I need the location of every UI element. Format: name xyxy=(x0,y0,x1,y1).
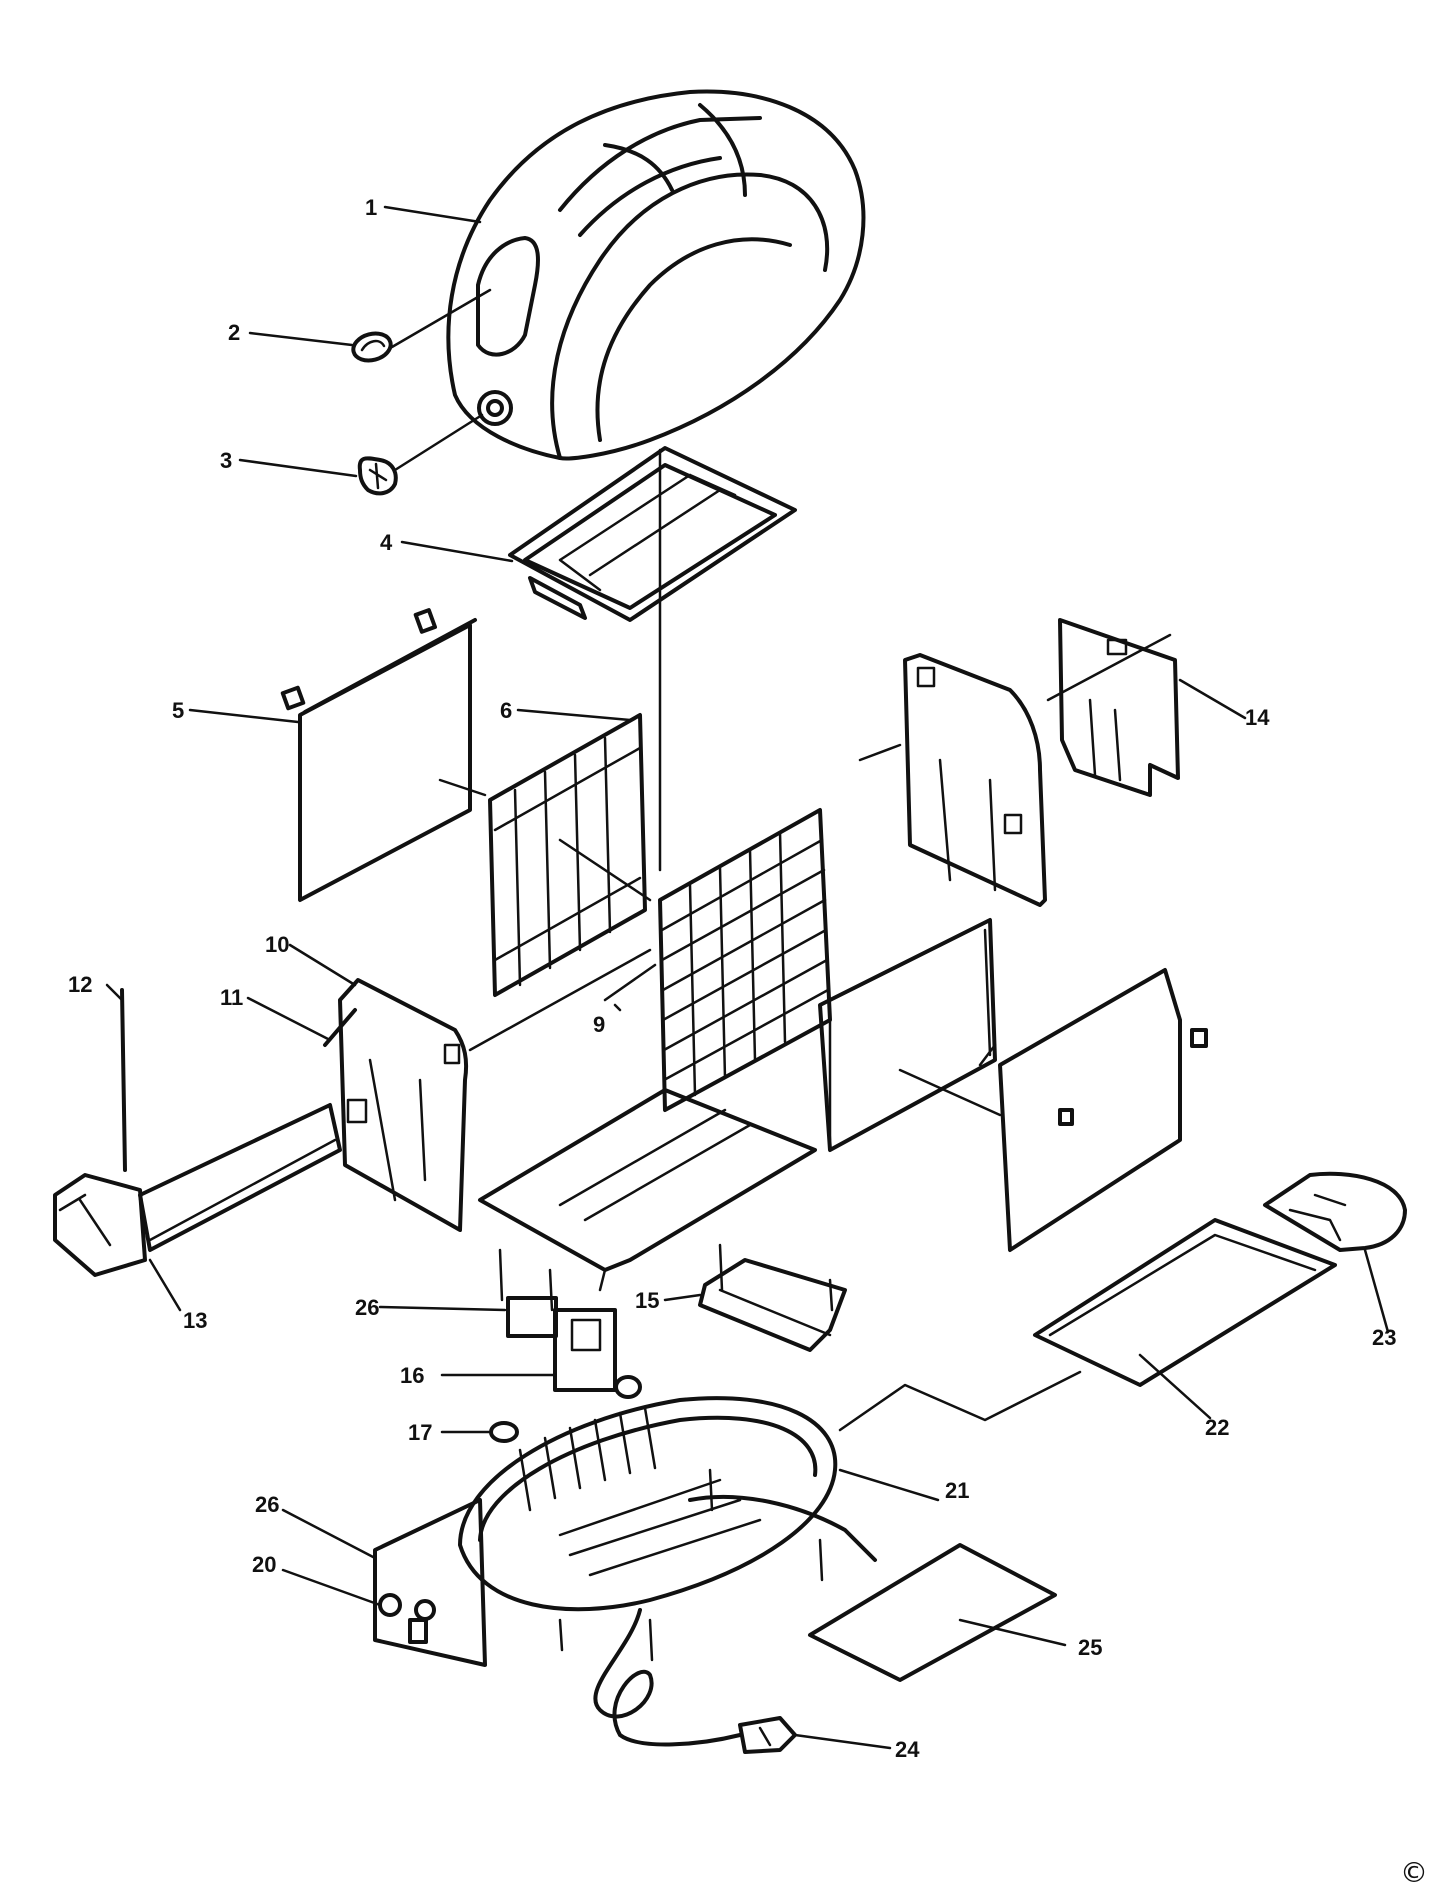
callout-5: 5 xyxy=(172,698,184,723)
callout-11: 11 xyxy=(220,985,243,1010)
callout-6: 6 xyxy=(500,698,512,723)
element-frame-right xyxy=(818,918,997,1152)
leader-lines xyxy=(105,205,1390,1750)
power-cord xyxy=(593,1608,797,1754)
callout-12: 12 xyxy=(68,972,92,997)
callout-14: 14 xyxy=(1245,705,1270,730)
callout-20: 20 xyxy=(252,1552,276,1577)
callouts: 1 2 3 4 5 6 9 10 11 12 13 14 15 26 16 17… xyxy=(68,195,1396,1762)
slot-cover xyxy=(508,446,797,622)
left-end-frame xyxy=(323,978,469,1232)
carriage-rod xyxy=(120,988,127,1172)
side-control-panel xyxy=(373,1498,487,1667)
callout-1: 1 xyxy=(365,195,377,220)
callout-15: 15 xyxy=(635,1288,659,1313)
callout-10: 10 xyxy=(265,932,289,957)
housing-shell xyxy=(446,89,866,461)
crumb-plate-mount xyxy=(698,1258,847,1352)
screws xyxy=(498,1243,834,1662)
callout-3: 3 xyxy=(220,448,232,473)
right-end-frame xyxy=(903,653,1047,907)
chassis-plate xyxy=(478,1088,817,1292)
callout-24: 24 xyxy=(895,1737,920,1762)
control-knob xyxy=(357,456,398,496)
callout-13: 13 xyxy=(183,1308,207,1333)
right-side-panel xyxy=(998,968,1208,1252)
control-board xyxy=(1046,618,1180,797)
crumb-tray-handle xyxy=(1263,1171,1407,1252)
callout-16: 16 xyxy=(400,1363,424,1388)
callout-26-bottom: 26 xyxy=(255,1492,279,1517)
callout-17: 17 xyxy=(408,1420,432,1445)
crumb-tray xyxy=(1033,1218,1337,1387)
callout-22: 22 xyxy=(1205,1415,1229,1440)
callout-23: 23 xyxy=(1372,1325,1396,1350)
callout-26-top: 26 xyxy=(355,1295,379,1320)
element-frame-left xyxy=(488,713,647,997)
copyright-mark: © xyxy=(1400,1856,1428,1889)
switch-assembly xyxy=(506,1296,617,1392)
carriage-rail xyxy=(53,1103,342,1277)
base-tray xyxy=(458,1396,877,1612)
base-cover-plate xyxy=(808,1543,1057,1682)
assembly-lines xyxy=(438,448,1002,1117)
callout-25: 25 xyxy=(1078,1635,1102,1660)
tray-connector-line xyxy=(838,1370,1082,1432)
callout-2: 2 xyxy=(228,320,240,345)
left-side-panel xyxy=(280,608,477,902)
callout-4: 4 xyxy=(380,530,393,555)
callout-21: 21 xyxy=(945,1478,969,1503)
spacer-washer xyxy=(489,1375,642,1443)
callout-9: 9 xyxy=(593,1012,605,1037)
heating-element-grid xyxy=(658,808,832,1112)
lever-knob xyxy=(351,331,393,363)
